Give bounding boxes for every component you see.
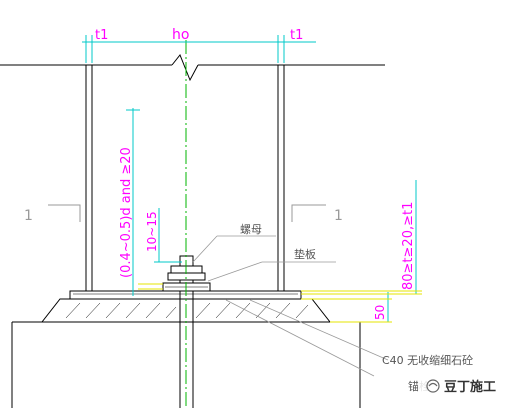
right-vertical-dimensions: [301, 180, 422, 323]
watermark-logo-icon: [426, 379, 440, 393]
leader-lines: [192, 235, 389, 377]
dim-vertical-right: 80≥t≥20,≥t1: [401, 202, 416, 290]
dim-vertical-left: (0.4~0.5)d and ≥20: [119, 147, 134, 278]
section-mark-left-label: 1: [24, 208, 33, 224]
column-outline: [0, 54, 385, 291]
dim-vertical-small: 10~15: [145, 211, 159, 252]
section-mark-left: [48, 204, 81, 222]
section-mark-right-label: 1: [334, 208, 343, 224]
watermark-text: 豆丁施工: [444, 379, 496, 395]
section-mark-right: [291, 204, 326, 222]
top-dimension: [82, 35, 316, 63]
label-grout: C40 无收缩细石砼: [382, 353, 473, 367]
dim-ho: ho: [172, 27, 189, 43]
label-washer: 垫板: [294, 247, 316, 261]
dim-grout-height: 50: [373, 305, 387, 320]
left-vertical-dimensions: [126, 108, 182, 296]
label-nut: 螺母: [240, 223, 262, 236]
watermark: 豆丁施工: [418, 375, 517, 397]
dim-t1-left: t1: [95, 28, 108, 43]
dim-t1-right: t1: [290, 28, 303, 43]
